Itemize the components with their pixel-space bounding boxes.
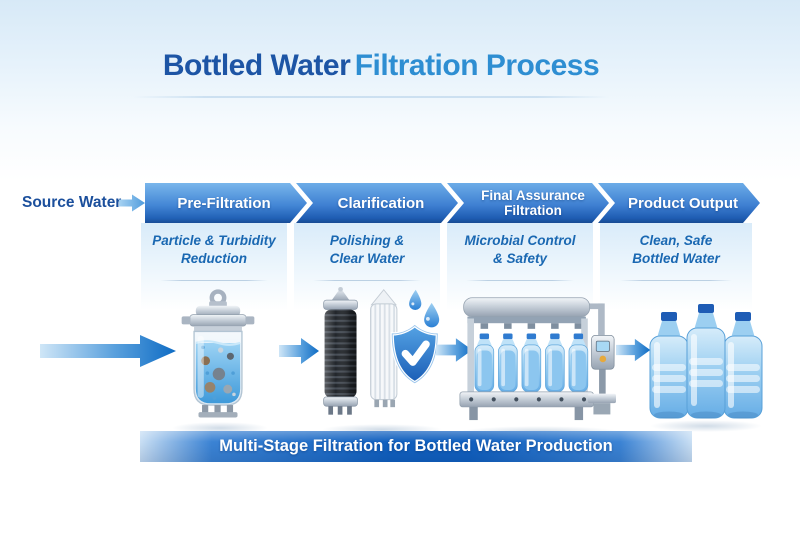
stage-subtitle-line: Clean, Safe xyxy=(639,233,713,248)
stage-subtitle-line: Bottled Water xyxy=(632,251,720,266)
item-shadow xyxy=(650,420,762,432)
safety-shield-icon xyxy=(390,323,439,385)
bottling-machine-illustration xyxy=(459,297,616,421)
stage-label: Pre-Filtration xyxy=(177,194,271,212)
bottled-water-products-illustration xyxy=(649,304,763,419)
stage-label: Clarification xyxy=(337,194,425,212)
flow-arrow-icon xyxy=(40,335,176,367)
pleated-filter xyxy=(370,289,398,408)
checkmark-icon xyxy=(401,340,430,366)
page-title: Bottled Water Filtration Process xyxy=(0,49,762,83)
stage-label: Final Assurance Filtration xyxy=(481,188,585,218)
stage-label: Product Output xyxy=(628,194,738,212)
water-bottle xyxy=(723,312,763,419)
control-button xyxy=(599,355,607,363)
flow-arrow-icon xyxy=(279,338,319,364)
stage-panel-product-output: Clean, Safe Bottled Water xyxy=(600,223,752,315)
item-shadow xyxy=(322,424,442,435)
control-panel xyxy=(587,335,616,415)
water-bottle xyxy=(686,304,726,419)
stage-subtitle-line: Clear Water xyxy=(329,251,405,266)
stage-subtitle-line: Microbial Control xyxy=(464,233,576,248)
source-water-label: Source Water xyxy=(22,194,122,211)
flow-arrow-icon xyxy=(616,338,651,362)
stage-chevron-pre-filtration: Pre-Filtration xyxy=(145,183,307,223)
water-droplets-icon xyxy=(409,289,440,328)
stage-subtitle-line: Reduction xyxy=(181,251,247,266)
title-part-accent: Filtration Process xyxy=(354,49,600,82)
water-bottle xyxy=(649,312,689,419)
stage-subtitle-line: & Safety xyxy=(492,251,548,266)
source-arrow-icon xyxy=(119,194,145,212)
flow-arrow-icon xyxy=(436,338,473,362)
stage-subtitle-line: Particle & Turbidity xyxy=(152,233,276,248)
sediment-filter-canister-illustration xyxy=(181,289,255,418)
panel-divider xyxy=(465,280,575,281)
title-divider xyxy=(133,96,609,98)
stage-chevron-final-assurance: Final Assurance Filtration xyxy=(447,183,609,223)
stage-chevron-product-output: Product Output xyxy=(598,183,760,223)
machine-bottles xyxy=(474,333,589,393)
title-part-primary: Bottled Water xyxy=(162,49,351,82)
stage-subtitle-line: Polishing & xyxy=(329,233,405,248)
control-screen xyxy=(595,340,610,352)
panel-divider xyxy=(619,280,733,281)
clarification-filters-illustration xyxy=(323,286,440,415)
stage-chevron-clarification: Clarification xyxy=(296,183,458,223)
stage-chevron-band: Pre-Filtration Clarification Final Assur… xyxy=(145,183,760,223)
summary-banner-text: Multi-Stage Filtration for Bottled Water… xyxy=(219,437,613,455)
summary-banner: Multi-Stage Filtration for Bottled Water… xyxy=(140,431,692,462)
panel-divider xyxy=(312,280,422,281)
carbon-filter xyxy=(323,286,358,415)
panel-divider xyxy=(159,280,269,281)
